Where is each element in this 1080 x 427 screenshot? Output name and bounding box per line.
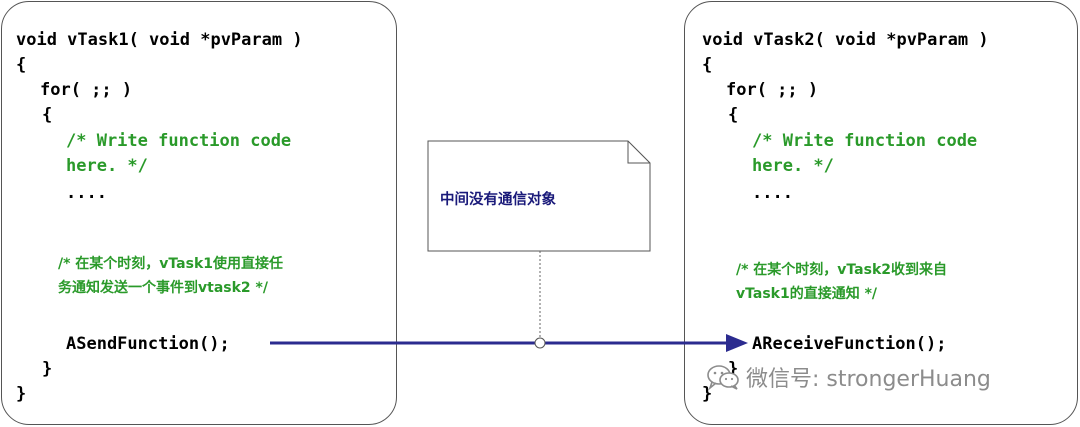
task1-note-line-1: /* 在某个时刻，vTask1使用直接任 — [58, 256, 284, 272]
task1-box — [1, 1, 397, 425]
task1-for-close: } — [42, 359, 53, 379]
wechat-icon — [707, 365, 739, 391]
watermark-text: 微信号: strongerHuang — [746, 367, 991, 392]
send-arrow-head — [726, 334, 748, 352]
task1-open-brace: { — [16, 55, 27, 75]
note-fold — [627, 141, 650, 164]
task1-note-line-2: 务通知发送一个事件到vtask2 */ — [58, 280, 268, 296]
task2-for-line: for( ;; ) — [726, 80, 819, 100]
task2-note-line-1: /* 在某个时刻，vTask2收到来自 — [736, 262, 948, 278]
task2-open-brace: { — [702, 55, 713, 75]
task1-code-comment-1: /* Write function code — [66, 131, 292, 151]
connector-node — [534, 337, 546, 349]
task2-note-line-2: vTask1的直接通知 */ — [736, 286, 878, 302]
task2-for-open: { — [728, 105, 739, 125]
task1-code-comment-2: here. */ — [66, 156, 148, 176]
note-shape — [427, 140, 651, 252]
task1-for-line: for( ;; ) — [40, 80, 133, 100]
note-text: 中间没有通信对象 — [440, 192, 556, 208]
task1-for-open: { — [42, 105, 53, 125]
task2-header: void vTask2( void *pvParam ) — [702, 30, 989, 50]
task1-close-brace: } — [16, 384, 27, 404]
watermark: 微信号: strongerHuang — [706, 361, 991, 393]
task2-close-brace: } — [702, 384, 713, 404]
task1-call: ASendFunction(); — [66, 334, 230, 354]
task1-ellipsis: .... — [66, 183, 107, 203]
task2-code-comment-2: here. */ — [752, 156, 834, 176]
task2-call: AReceiveFunction(); — [752, 334, 947, 354]
task2-ellipsis: .... — [752, 183, 793, 203]
task1-header: void vTask1( void *pvParam ) — [16, 30, 303, 50]
task2-box — [684, 1, 1078, 425]
task2-code-comment-1: /* Write function code — [752, 131, 978, 151]
task2-for-close: } — [728, 359, 739, 379]
